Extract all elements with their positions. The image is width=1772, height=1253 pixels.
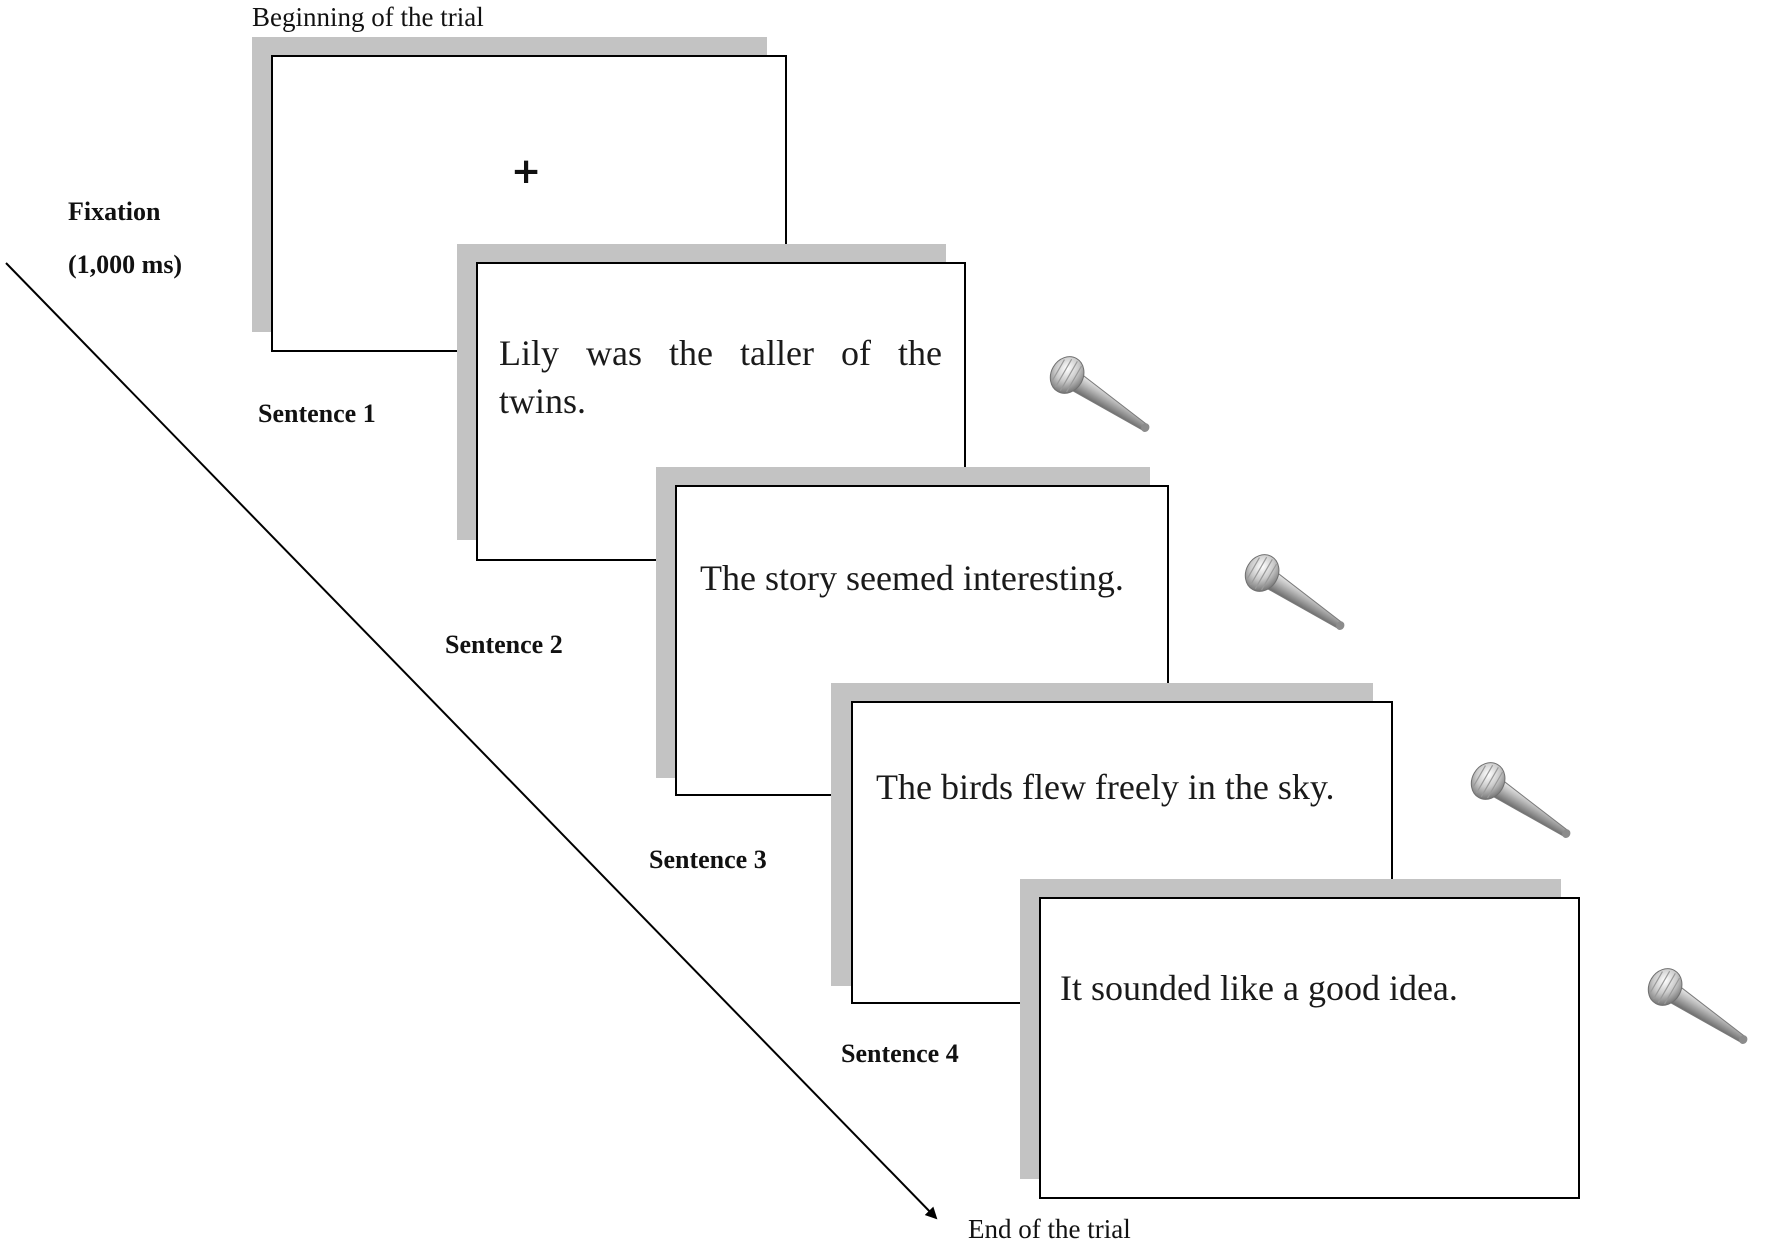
microphone-icon-4 — [1641, 961, 1761, 1054]
sentence-3-text: The birds flew freely in the sky. — [876, 767, 1335, 807]
sentence-1-text: Lily was the taller of the twins. — [499, 333, 942, 421]
sentence-1-label: Sentence 1 — [258, 399, 376, 428]
fixation-cross: + — [511, 151, 542, 192]
microphone-icon-1 — [1043, 349, 1163, 442]
sentence-4-label: Sentence 4 — [841, 1039, 959, 1068]
end-label: End of the trial — [968, 1214, 1131, 1244]
microphone-icon-3 — [1464, 755, 1584, 848]
sentence-2-text: The story seemed interesting. — [700, 558, 1124, 598]
beginning-label: Beginning of the trial — [252, 2, 484, 32]
sentence-4-text: It sounded like a good idea. — [1060, 968, 1458, 1008]
microphone-icon-2 — [1238, 547, 1358, 640]
sentence-4-screen: It sounded like a good idea. — [1039, 897, 1580, 1199]
sentence-2-label: Sentence 2 — [445, 630, 563, 659]
fixation-label: Fixation — [68, 197, 161, 226]
fixation-duration-label: (1,000 ms) — [68, 250, 183, 279]
sentence-3-label: Sentence 3 — [649, 845, 767, 874]
